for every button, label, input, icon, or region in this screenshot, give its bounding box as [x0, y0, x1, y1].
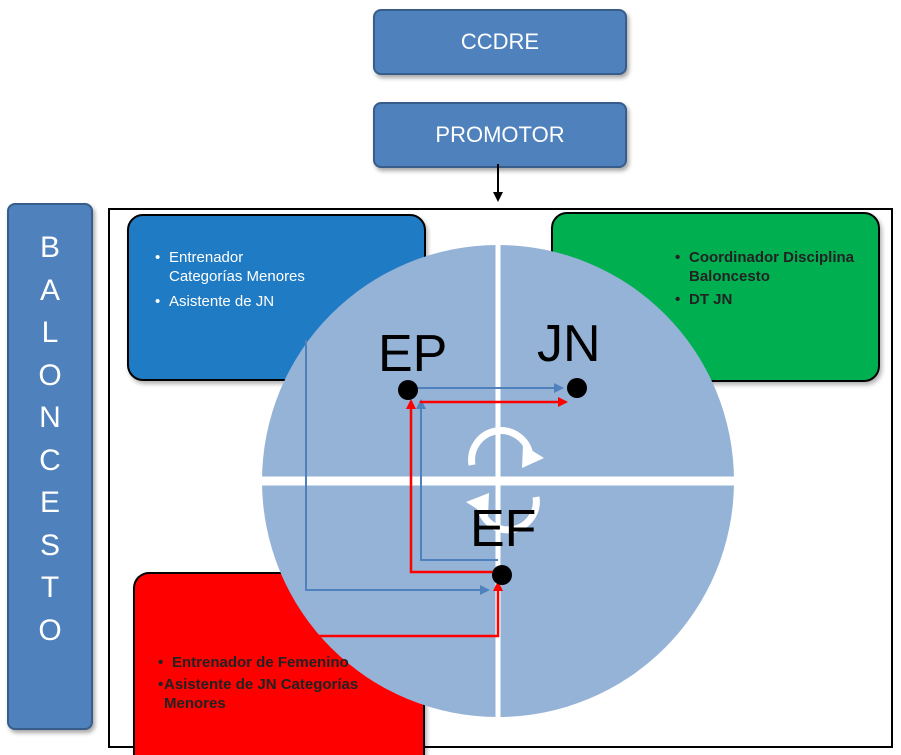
- blue-quadrant-text: Entrenador Categorías Menores Asistente …: [155, 248, 315, 311]
- side-letter: A: [39, 273, 60, 307]
- red-ep-to-jn-arrow: [419, 397, 568, 407]
- side-letter: T: [40, 571, 60, 604]
- ef-to-ep-arrow: [416, 399, 498, 561]
- red-flow-arrow: [318, 581, 503, 638]
- side-letter: N: [39, 401, 61, 434]
- red-quadrant-text: Entrenador de Femenino Asistente de JN C…: [158, 653, 413, 713]
- ep-label: EP: [378, 325, 447, 383]
- diagram-frame: [108, 208, 893, 748]
- side-letter: B: [39, 231, 60, 264]
- red-item: Entrenador de Femenino: [158, 653, 413, 672]
- side-letter: L: [41, 316, 59, 349]
- ccdre-label: CCDRE: [460, 29, 540, 54]
- side-letter: O: [38, 358, 62, 392]
- green-item: DT JN: [675, 290, 875, 309]
- green-quadrant-text: Coordinador Disciplina Baloncesto DT JN: [675, 248, 875, 309]
- side-letter: C: [39, 443, 61, 477]
- side-letter: S: [39, 528, 60, 562]
- ep-node: [398, 380, 418, 400]
- ef-node: [492, 565, 512, 585]
- red-ef-to-ep-arrow: [406, 399, 498, 574]
- side-letter: O: [38, 613, 62, 647]
- ccdre-box: CCDRE: [373, 9, 627, 75]
- green-item: Coordinador Disciplina Baloncesto: [675, 248, 875, 286]
- blue-item: Entrenador Categorías Menores: [155, 248, 315, 286]
- red-item: Asistente de JN Categorías Menores: [158, 675, 413, 713]
- promotor-label: PROMOTOR: [435, 122, 565, 147]
- ef-label: EF: [470, 500, 536, 558]
- promotor-box: PROMOTOR: [373, 102, 627, 168]
- jn-node: [567, 378, 587, 398]
- cycle-icon: [466, 427, 544, 534]
- jn-label: JN: [537, 315, 601, 373]
- blue-flow-arrow: [305, 340, 490, 595]
- side-letter: E: [39, 486, 60, 519]
- baloncesto-side-box: B A L O N C E S T O: [7, 203, 93, 730]
- blue-item: Asistente de JN: [155, 292, 315, 311]
